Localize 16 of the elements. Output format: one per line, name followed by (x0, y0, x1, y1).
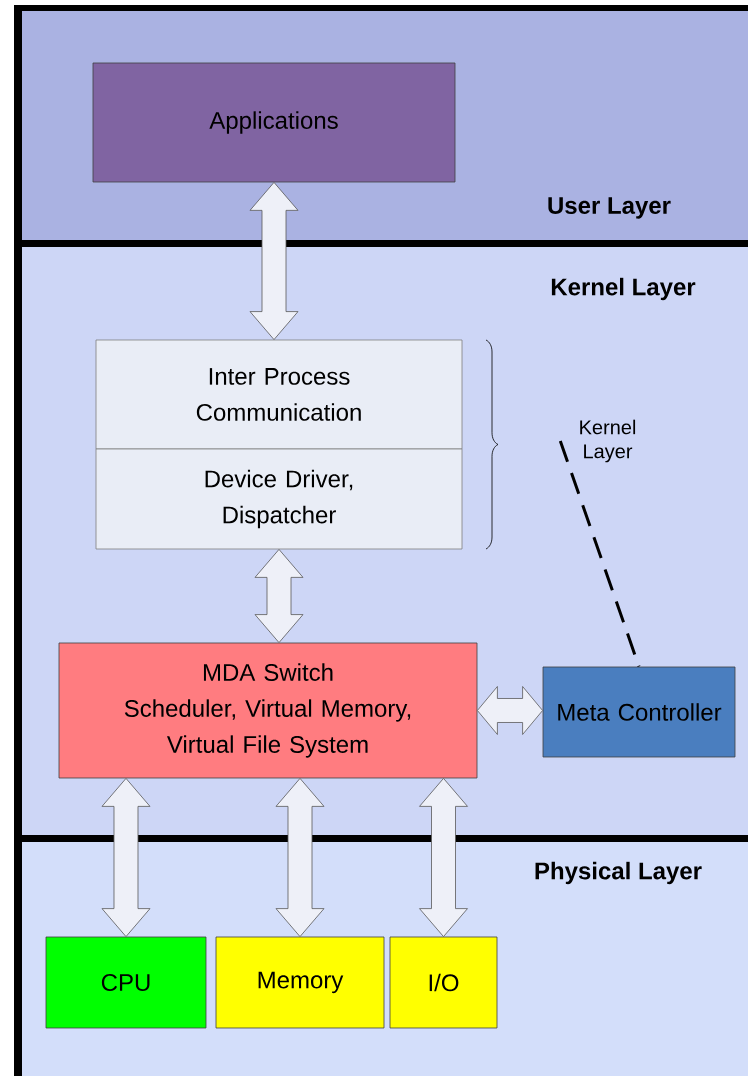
component-box: Meta Controller (542, 666, 736, 758)
connector-line (558, 440, 641, 668)
component-box: Applications (92, 62, 456, 183)
double-arrow (275, 778, 325, 937)
double-arrow (254, 549, 304, 643)
brace-label: Kernel Layer (580, 419, 636, 463)
double-arrow (477, 686, 543, 735)
component-box: I/O (389, 936, 498, 1029)
component-box: MDA Switch Scheduler, Virtual Memory, Virtual File System (58, 642, 478, 779)
component-box: Device Driver, Dispatcher (95, 448, 463, 550)
component-box: CPU (45, 936, 207, 1029)
double-arrow (249, 182, 299, 340)
component-box: Inter Process Communication (95, 339, 463, 450)
component-box: Memory (215, 936, 385, 1029)
double-arrow (419, 778, 468, 937)
double-arrow (101, 778, 151, 937)
